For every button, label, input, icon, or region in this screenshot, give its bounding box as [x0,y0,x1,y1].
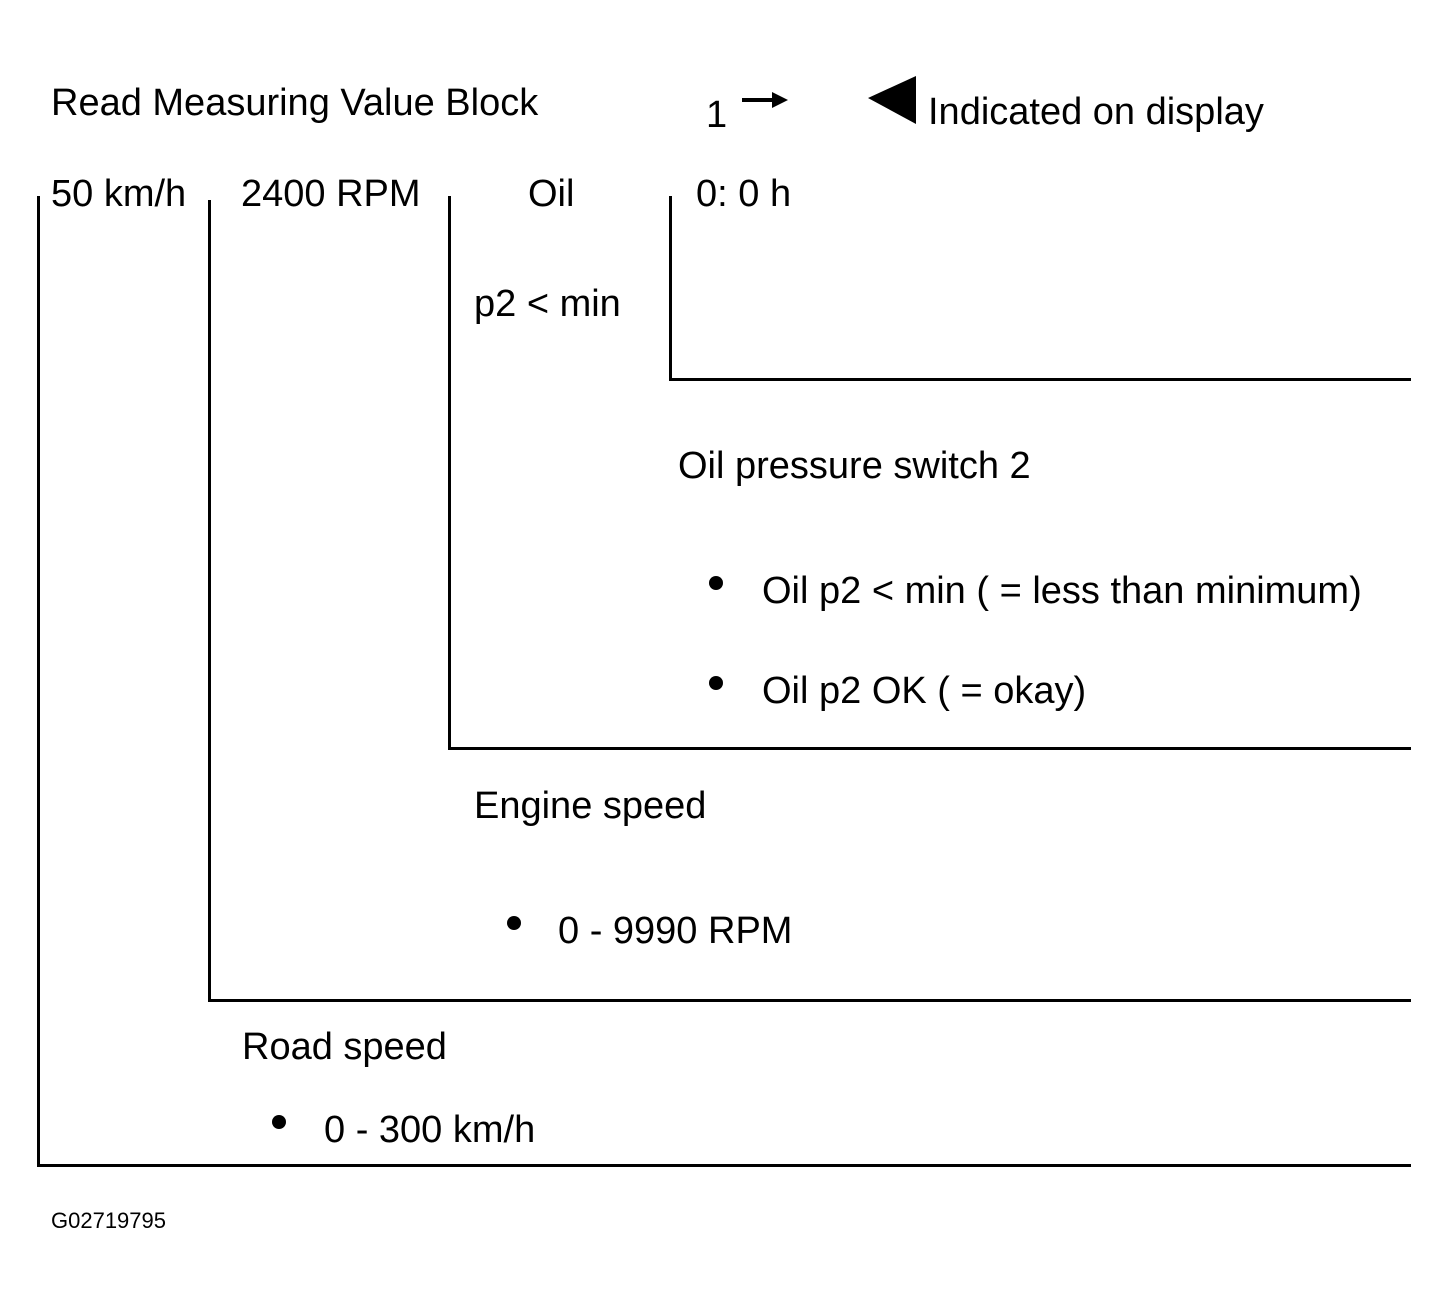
road-speed-title: Road speed [242,1026,447,1068]
time-field-bracket-horizontal [669,378,1411,381]
road-speed-bracket-horizontal [37,1164,1411,1167]
right-arrow-icon [742,92,788,108]
engine-speed-bracket-vertical [208,200,211,1002]
engine-speed-range: 0 - 9990 RPM [558,910,793,952]
engine-speed-bracket-horizontal [208,999,1411,1002]
bullet-icon [709,576,723,590]
bullet-icon [709,676,723,690]
left-pointer-triangle-icon [868,76,916,124]
engine-speed-title: Engine speed [474,785,707,827]
oil-field-bracket-horizontal [448,747,1411,750]
oil-pressure-item-ok: Oil p2 OK ( = okay) [762,670,1087,712]
display-group-number: 1 [706,94,728,136]
time-field-bracket-vertical [669,196,672,381]
diagram-title: Read Measuring Value Block [51,82,539,124]
bullet-icon [507,916,521,930]
oil-label: Oil [528,173,575,215]
oil-pressure-item-min: Oil p2 < min ( = less than minimum) [762,570,1362,612]
oil-pressure-title: Oil pressure switch 2 [678,445,1031,487]
figure-code: G02719795 [51,1208,166,1233]
oil-field-bracket-vertical [448,196,451,750]
road-speed-value: 50 km/h [51,173,187,215]
bullet-icon [272,1115,286,1129]
road-speed-range: 0 - 300 km/h [324,1109,536,1151]
time-value: 0: 0 h [696,173,792,215]
indicated-on-display-label: Indicated on display [928,91,1264,133]
engine-speed-value: 2400 RPM [241,173,421,215]
road-speed-bracket-vertical [37,196,40,1167]
oil-status-value: p2 < min [474,283,621,325]
